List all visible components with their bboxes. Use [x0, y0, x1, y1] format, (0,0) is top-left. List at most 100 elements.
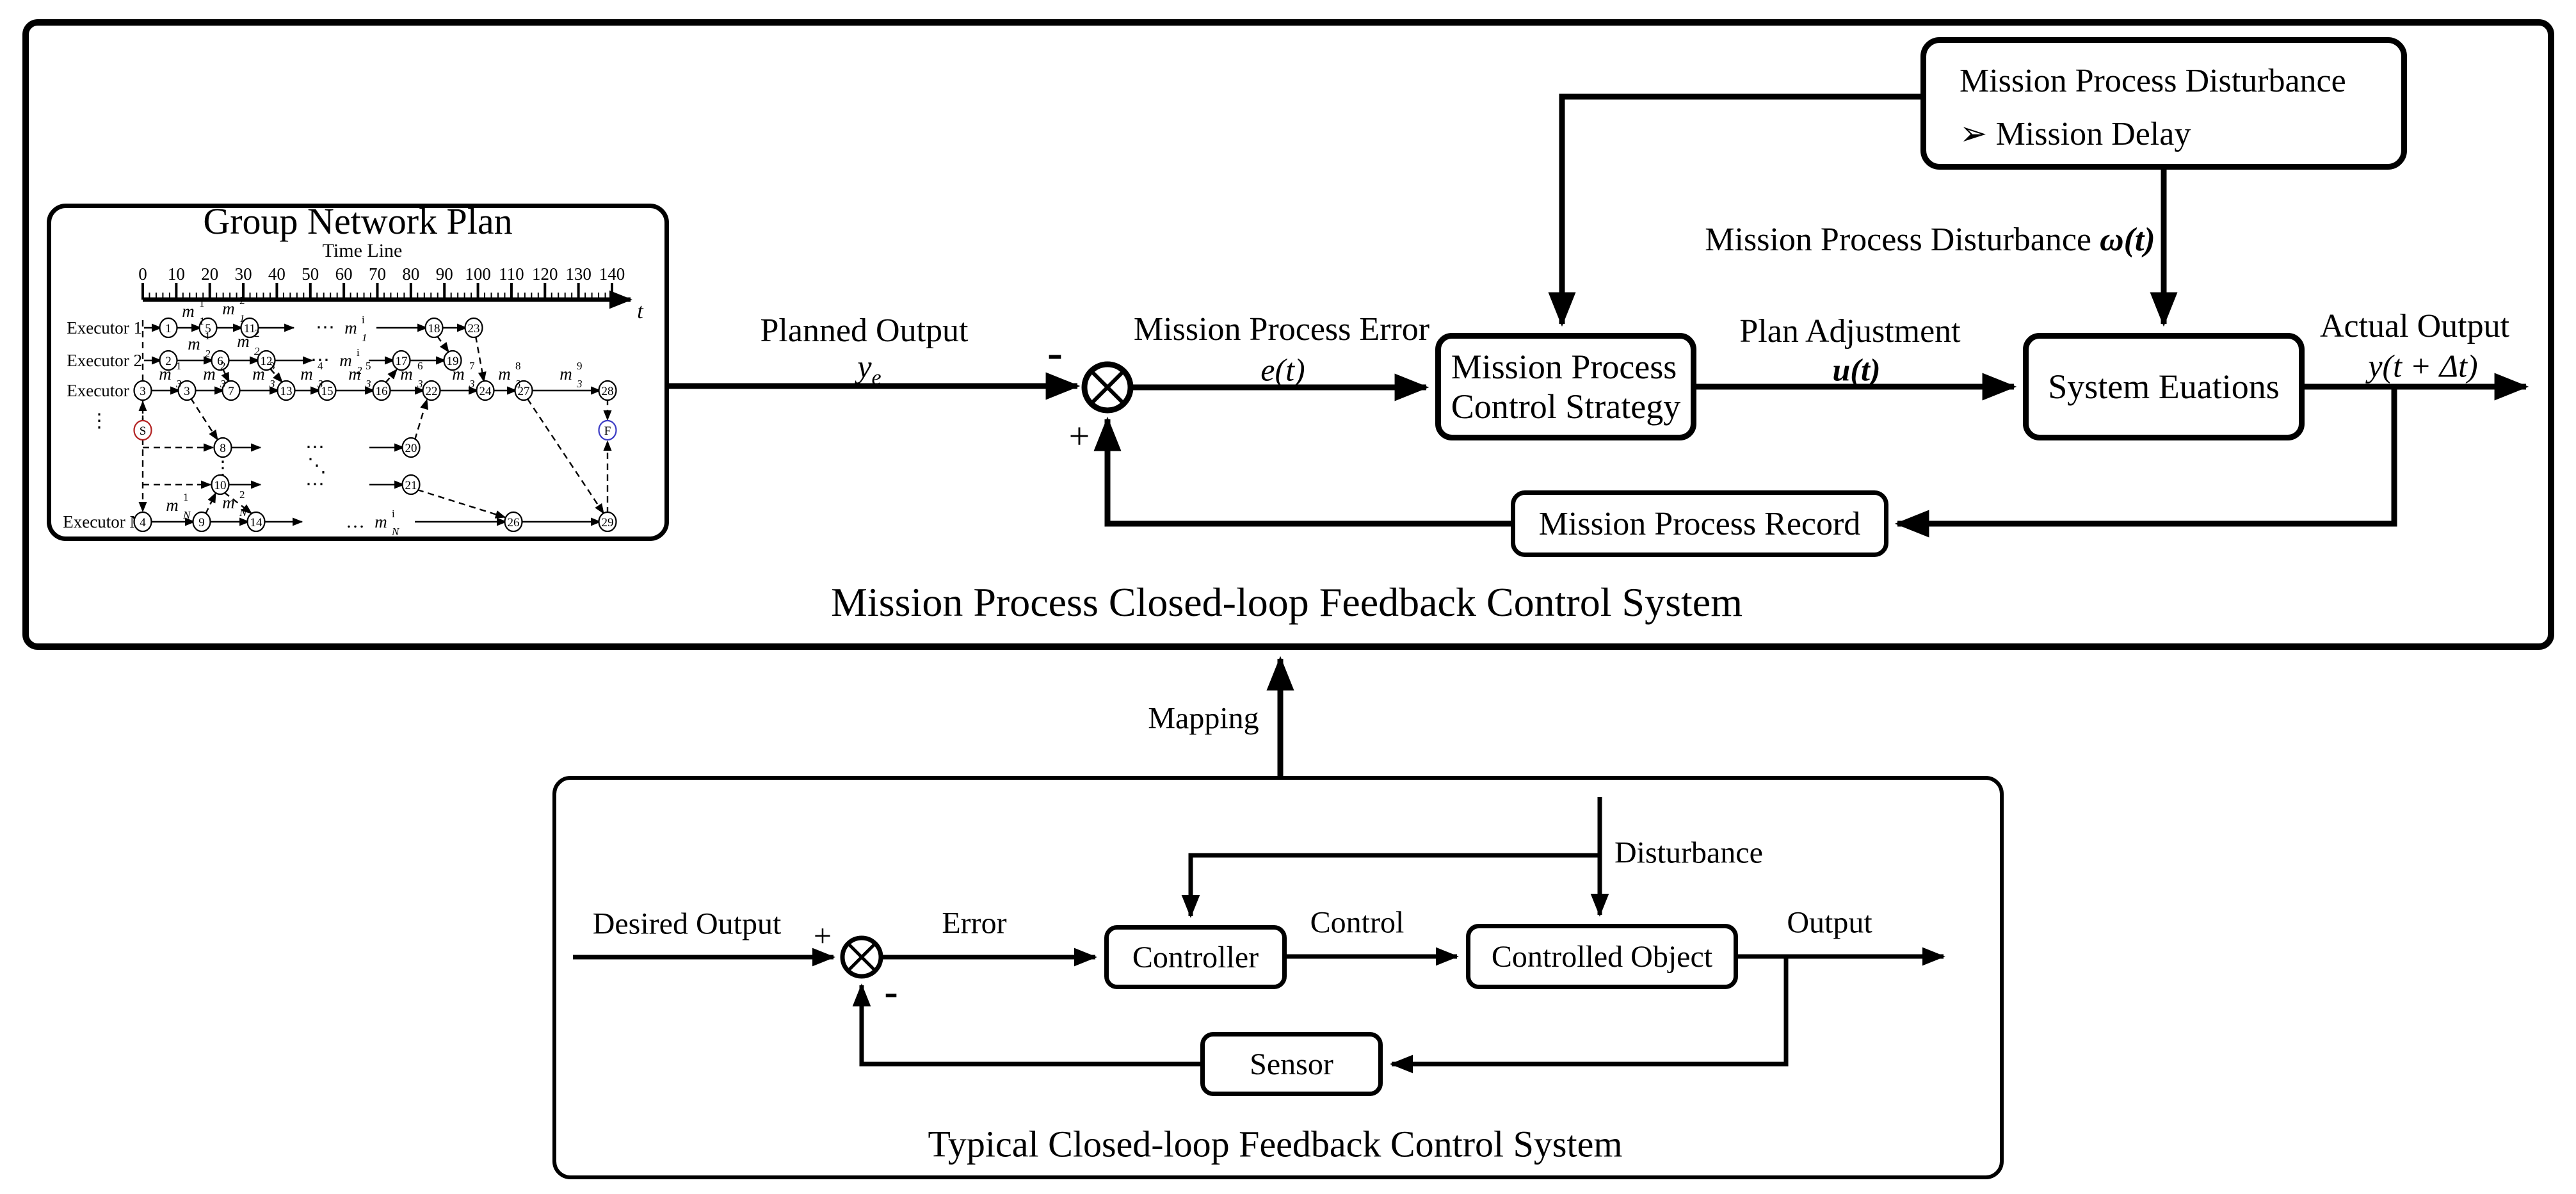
plan-node-label: 12	[261, 355, 273, 368]
plan-node	[221, 380, 241, 401]
plan-node	[246, 511, 266, 533]
group-network-plan-box	[47, 204, 669, 541]
plan-node-label: 17	[396, 355, 408, 368]
plan-m-sup: 6	[417, 360, 423, 372]
sensor-box: Sensor	[1200, 1032, 1383, 1096]
plan-node	[213, 437, 232, 458]
plan-node-label: 18	[428, 322, 440, 335]
plan-m-sup: 1	[176, 360, 182, 372]
plan-m-sub: N	[239, 506, 248, 519]
plan-node-label: 8	[220, 442, 226, 455]
axis-tick-label: 90	[436, 264, 453, 284]
plan-node-label: 19	[447, 355, 459, 368]
plan-m-label: m	[559, 364, 572, 383]
plan-node-label: 21	[405, 479, 417, 492]
plan-m-label: m	[237, 332, 250, 351]
mission-record-label: Mission Process Record	[1538, 505, 1861, 542]
mission-disturbance-line2: ➢ Mission Delay	[1960, 116, 2191, 153]
plan-node-label: 24	[479, 385, 492, 398]
disturbance-signal-label: Mission Process Disturbance ω(t)	[1705, 222, 2155, 259]
plan-node	[159, 317, 178, 339]
plan-edge-dashed	[385, 369, 398, 383]
axis-tick-label: 80	[402, 264, 419, 284]
plan-node-label: 10	[214, 479, 227, 492]
plan-node-label: 4	[140, 516, 146, 529]
bottom-system-frame	[552, 776, 2004, 1179]
bottom-disturbance-label: Disturbance	[1614, 835, 1763, 870]
axis-tick-label: 70	[369, 264, 386, 284]
plan-edge-dashed	[270, 368, 283, 383]
plan-m-sup: 3	[270, 360, 275, 372]
plan-m-sup: 5	[366, 360, 371, 372]
executor-label: Executor N	[63, 512, 142, 531]
plan-m-label: m	[182, 302, 195, 321]
plan-m-sup: 1	[199, 297, 205, 309]
plan-m-label: m	[159, 364, 172, 383]
bottom-summing-junction	[840, 935, 883, 979]
axis-tick-label: 10	[168, 264, 185, 284]
plan-node	[514, 380, 533, 401]
plan-node-label: 5	[205, 322, 211, 335]
plan-node-label: 9	[198, 516, 205, 529]
planned-output-label: Planned Output	[760, 312, 969, 350]
mission-error-label: Mission Process Error	[1133, 311, 1430, 348]
plan-title: Group Network Plan	[203, 200, 512, 242]
plan-ellipsis: ⋱	[307, 455, 326, 476]
plan-edge-dashed	[414, 398, 428, 440]
plan-ellipsis: ⋯	[310, 350, 330, 371]
plan-m-sub: 3	[317, 378, 323, 390]
plan-node	[318, 380, 337, 401]
plan-edge-dashed	[474, 335, 487, 383]
actual-output-label: Actual Output	[2319, 308, 2510, 345]
control-strategy-box: Mission Process Control Strategy	[1435, 333, 1696, 440]
wire-disturbance-to-strategy	[1548, 93, 1920, 327]
plan-node-label: 6	[217, 355, 223, 368]
plan-node	[211, 474, 230, 496]
executor-label: Executor 2	[67, 351, 142, 370]
mission-disturbance-box: Mission Process Disturbance ➢ Mission De…	[1920, 37, 2407, 170]
plan-edge-dashed	[204, 492, 217, 515]
actual-output-symbol: y(t + Δt)	[2368, 348, 2478, 384]
wire-sensor-to-junction	[852, 983, 1200, 1067]
plan-m-label: m	[339, 351, 352, 370]
plan-node	[424, 317, 444, 339]
plan-node-label: 1	[165, 322, 172, 335]
plan-m-label: m	[166, 496, 179, 515]
plan-node-label: 27	[518, 385, 530, 398]
axis-tick-label: 110	[499, 264, 524, 284]
plan-m-label: m	[348, 364, 361, 383]
plan-m-label: m	[300, 364, 313, 383]
plan-ellipsis: ⋮	[90, 410, 109, 432]
axis-tick-label: 130	[565, 264, 592, 284]
plan-m-sup: 8	[515, 360, 521, 372]
plan-node-label: 26	[508, 516, 520, 529]
plan-node-label: 23	[468, 322, 480, 335]
controlled-object-label: Controlled Object	[1491, 939, 1713, 974]
plan-node	[392, 350, 411, 371]
plan-node-label: F	[604, 424, 611, 438]
plan-node	[192, 511, 211, 533]
plan-m-label: m	[203, 364, 216, 383]
plan-m-sub: 3	[175, 378, 182, 390]
plan-m-sup: 1	[183, 491, 189, 503]
plan-m-sup: 4	[318, 360, 323, 372]
wire-output-to-record	[1894, 387, 2397, 538]
plan-node	[401, 437, 421, 458]
plan-m-sub: N	[391, 526, 400, 538]
bottom-system-title: Typical Closed-loop Feedback Control Sys…	[928, 1123, 1623, 1165]
plan-node	[504, 511, 523, 533]
plan-m-sup: 2	[254, 327, 260, 339]
axis-tick-label: 50	[302, 264, 319, 284]
plan-m-sub: 3	[417, 378, 423, 390]
plan-node	[401, 474, 421, 496]
timeline-label: Time Line	[323, 240, 403, 261]
top-wires	[669, 93, 2529, 776]
wire-output-to-sensor	[1390, 956, 1789, 1074]
top-summing-junction	[1081, 361, 1134, 414]
plan-node-label: 3	[184, 385, 190, 398]
plan-m-sup: 1	[205, 330, 211, 342]
plan-node-label: 16	[376, 385, 388, 398]
